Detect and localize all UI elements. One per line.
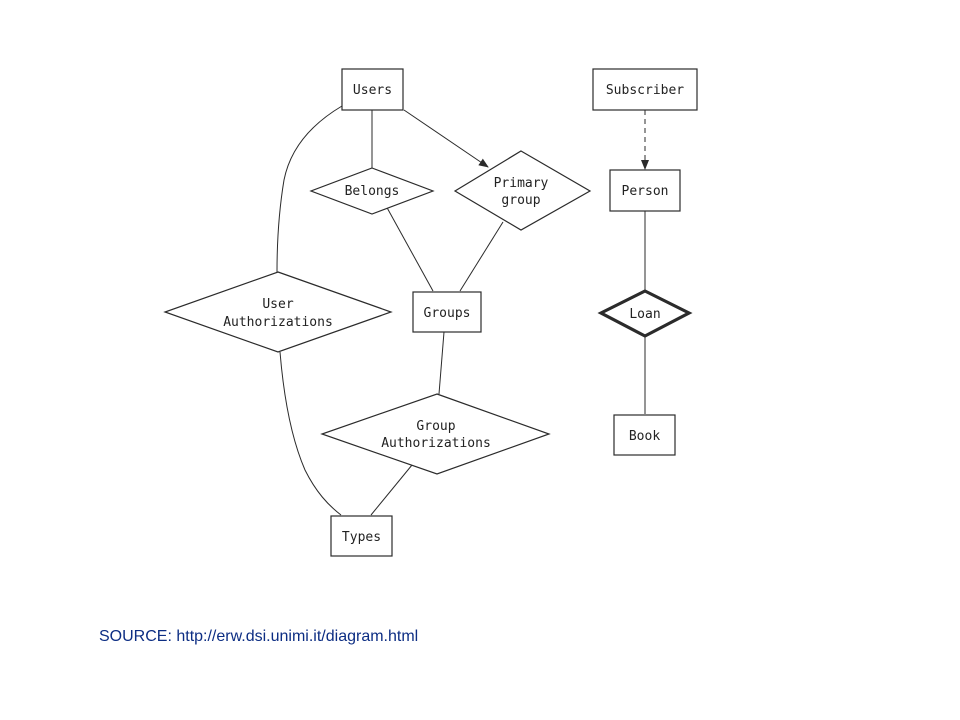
entity-users[interactable]: Users (341, 68, 404, 111)
edges (276, 105, 649, 516)
edge-user-authorizations-types (279, 351, 342, 516)
entity-groups-label: Groups (424, 306, 471, 321)
edge-belongs-groups (384, 203, 434, 292)
relationship-primary-group[interactable]: Primary group (453, 150, 592, 231)
entity-types-label: Types (342, 530, 381, 545)
relationship-loan-label: Loan (629, 307, 660, 322)
edge-primary-group-groups (459, 221, 504, 292)
entity-person[interactable]: Person (609, 169, 681, 212)
relationship-primary-group-label-line2: group (501, 193, 540, 208)
edge-group-authorizations-types (370, 464, 413, 516)
relationship-belongs-label: Belongs (345, 184, 400, 199)
relationship-group-authorizations-label-line1: Group (416, 419, 455, 434)
relationship-belongs[interactable]: Belongs (309, 167, 435, 215)
relationship-group-authorizations-label-line2: Authorizations (381, 436, 491, 451)
entity-subscriber-label: Subscriber (606, 83, 684, 98)
entity-person-label: Person (622, 184, 669, 199)
entity-groups[interactable]: Groups (412, 291, 482, 333)
edge-groups-group-authorizations (438, 331, 445, 395)
entity-users-label: Users (353, 83, 392, 98)
entity-types[interactable]: Types (330, 515, 393, 557)
entity-book[interactable]: Book (613, 414, 676, 456)
entity-book-label: Book (629, 429, 660, 444)
relationship-group-authorizations[interactable]: Group Authorizations (320, 393, 551, 475)
relationship-loan[interactable]: Loan (597, 289, 693, 338)
relationship-user-authorizations-label-line2: Authorizations (223, 315, 333, 330)
relationship-user-authorizations[interactable]: User Authorizations (163, 271, 393, 353)
edge-users-user-authorizations (276, 105, 343, 273)
source-caption: SOURCE: http://erw.dsi.unimi.it/diagram.… (99, 628, 419, 645)
relationship-user-authorizations-label-line1: User (262, 297, 293, 312)
edge-users-primary-group (403, 109, 489, 168)
relationship-primary-group-label-line1: Primary (494, 176, 549, 191)
entity-subscriber[interactable]: Subscriber (592, 68, 698, 111)
